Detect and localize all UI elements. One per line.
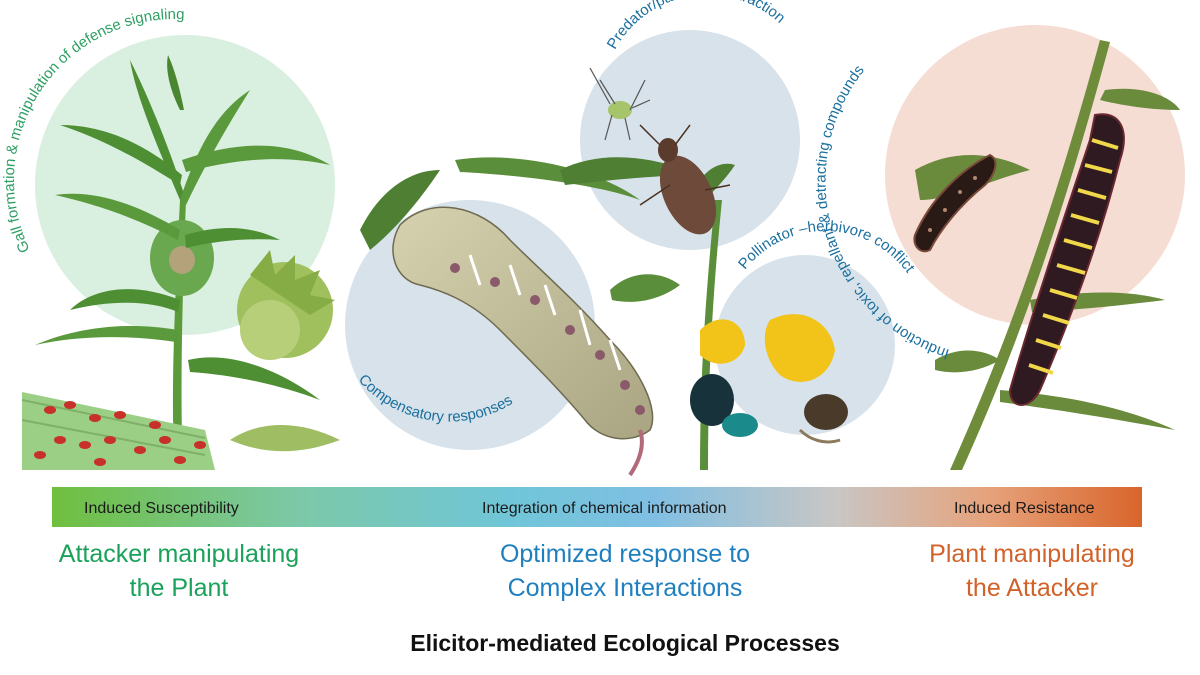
caption-right: Plant manipulating the Attacker	[852, 537, 1200, 605]
aphid-insect-photo	[589, 67, 651, 141]
striped-caterpillar-photo	[1008, 113, 1125, 406]
induced-resistance-label: Induced Resistance	[954, 500, 1095, 517]
gradient-bar	[52, 487, 1142, 527]
footer-title: Elicitor-mediated Ecological Processes	[410, 630, 840, 656]
flower-with-bees-photo	[690, 314, 848, 444]
caption-left-line-2: the Plant	[129, 574, 229, 602]
caption-left: Attacker manipulating the Plant	[0, 537, 359, 605]
small-caterpillar-photo	[913, 153, 997, 253]
caption-middle-line-2: Complex Interactions	[507, 574, 743, 602]
circle-blue-top	[580, 30, 800, 250]
integration-label: Integration of chemical information	[482, 500, 727, 517]
hornworm-caterpillar-photo	[392, 206, 654, 477]
circle-green	[35, 35, 335, 335]
induced-susceptibility-label: Induced Susceptibility	[84, 500, 239, 517]
caption-right-line-2: the Attacker	[965, 574, 1099, 602]
caption-right-line-1: Plant manipulating	[929, 540, 1135, 568]
caption-middle: Optimized response to Complex Interactio…	[445, 537, 805, 605]
caption-middle-line-1: Optimized response to	[499, 540, 751, 568]
predator-bug-photo	[639, 124, 731, 235]
aphid-cluster-photo	[21, 392, 215, 470]
gall-flower-photo	[230, 250, 340, 452]
plant-gall-photo	[35, 55, 330, 470]
caption-left-line-1: Attacker manipulating	[58, 540, 300, 568]
